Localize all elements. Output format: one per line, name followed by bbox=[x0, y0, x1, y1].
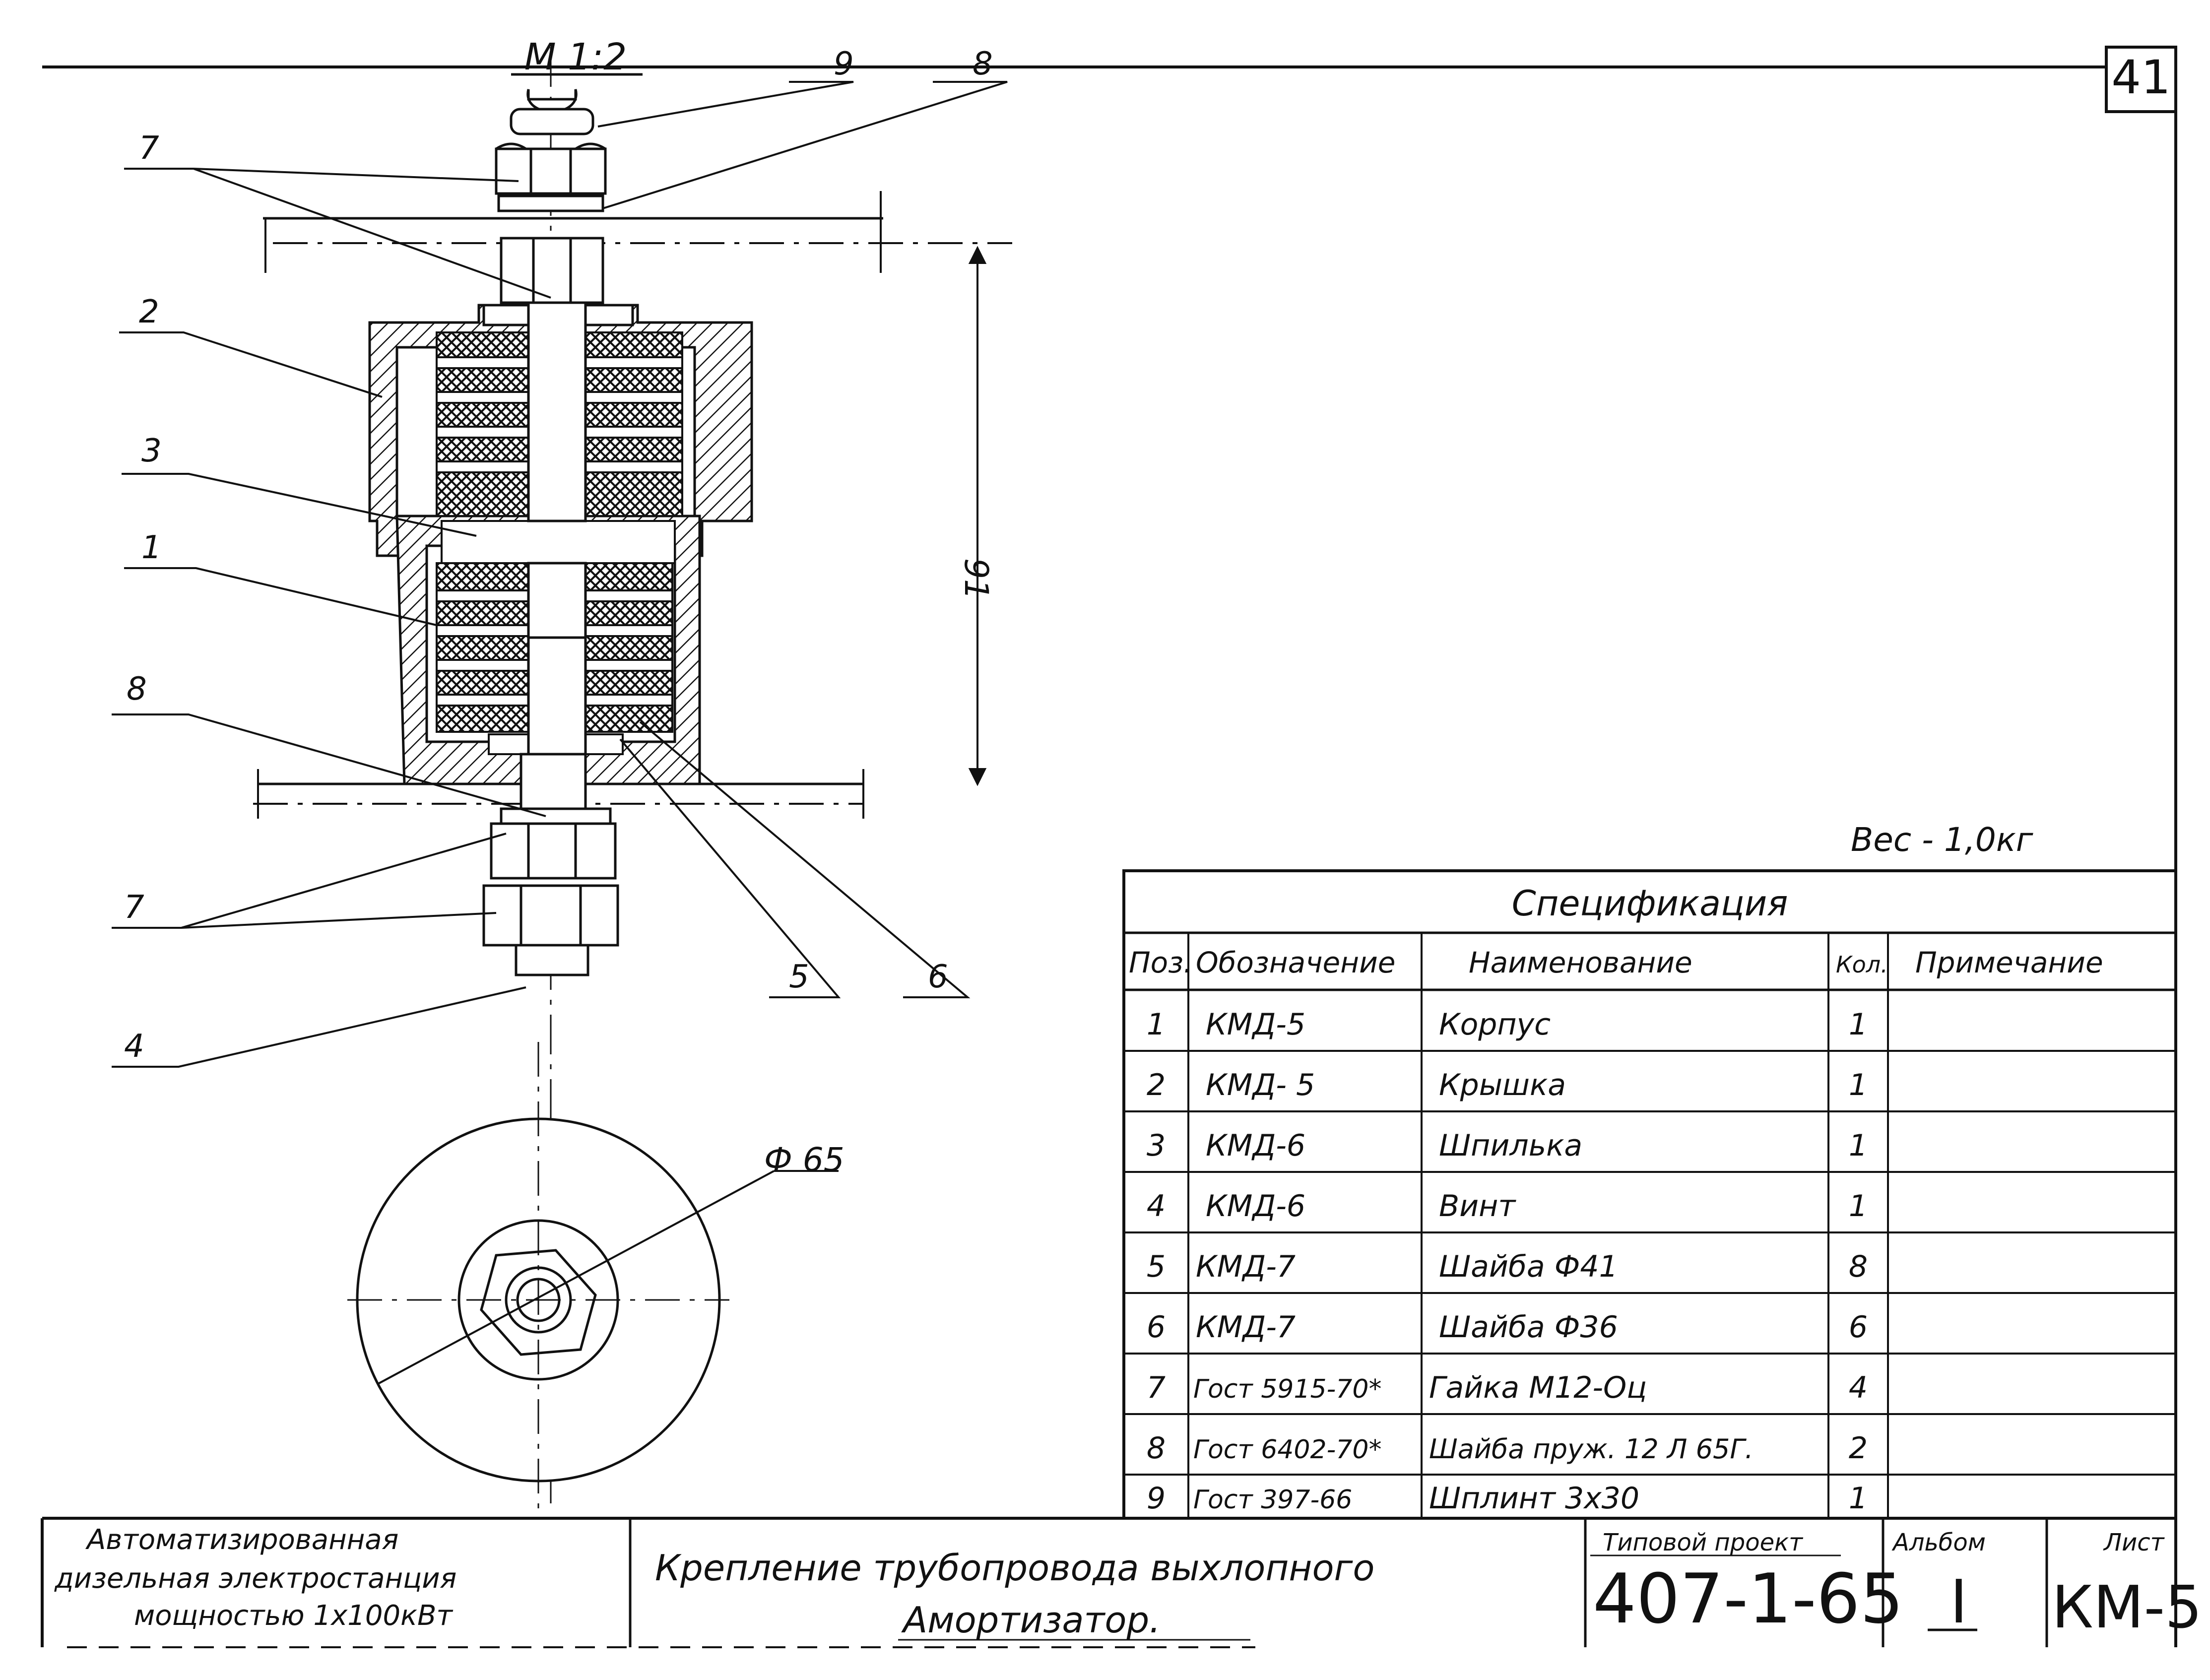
callout-7-bottom: 7 bbox=[124, 889, 144, 926]
svg-text:6: 6 bbox=[1147, 1310, 1166, 1345]
svg-text:Гост 397-66: Гост 397-66 bbox=[1193, 1485, 1352, 1515]
svg-text:1: 1 bbox=[1849, 1068, 1868, 1102]
table-row: 4 КМД-6 Винт 1 bbox=[1147, 1189, 1868, 1224]
top-fastener-stack bbox=[495, 89, 607, 309]
table-row: 5 КМД-7 Шайба Ф41 8 bbox=[1147, 1249, 1868, 1284]
svg-text:Гост 5915-70*: Гост 5915-70* bbox=[1193, 1374, 1381, 1404]
svg-text:4: 4 bbox=[1849, 1370, 1868, 1405]
svg-text:Корпус: Корпус bbox=[1439, 1007, 1551, 1042]
header-note: Примечание bbox=[1915, 946, 2103, 979]
svg-text:5: 5 bbox=[1147, 1249, 1166, 1284]
svg-text:Крышка: Крышка bbox=[1439, 1068, 1566, 1102]
svg-text:Шайба Ф36: Шайба Ф36 bbox=[1439, 1310, 1618, 1345]
table-row: 8 Гост 6402-70* Шайба пруж. 12 Л 65Г. 2 bbox=[1147, 1431, 1868, 1466]
svg-text:Шайба пруж. 12 Л 65Г.: Шайба пруж. 12 Л 65Г. bbox=[1429, 1433, 1754, 1465]
height-dimension bbox=[968, 246, 987, 786]
weight-label: Вес - 1,0кг bbox=[1851, 821, 2033, 859]
callout-5: 5 bbox=[789, 959, 809, 995]
organization-line-3: мощностью 1х100кВт bbox=[134, 1600, 453, 1632]
svg-text:6: 6 bbox=[1849, 1310, 1868, 1345]
svg-text:КМД-5: КМД-5 bbox=[1206, 1007, 1305, 1042]
svg-text:Винт: Винт bbox=[1439, 1189, 1516, 1224]
specification-title: Спецификация bbox=[1512, 883, 1788, 924]
svg-text:9: 9 bbox=[1147, 1481, 1166, 1516]
svg-text:7: 7 bbox=[1147, 1370, 1166, 1405]
svg-text:8: 8 bbox=[1147, 1431, 1166, 1466]
svg-text:2: 2 bbox=[1849, 1431, 1868, 1466]
callout-numbers: 9 8 7 2 3 1 8 7 4 5 6 bbox=[124, 46, 993, 1065]
sheet-label: Лист bbox=[2103, 1529, 2165, 1556]
callout-3: 3 bbox=[141, 433, 162, 469]
callout-4: 4 bbox=[124, 1028, 144, 1065]
title-block bbox=[42, 1517, 2177, 1647]
svg-text:1: 1 bbox=[1849, 1481, 1868, 1516]
organization-line-1: Автоматизированная bbox=[85, 1524, 398, 1556]
svg-text:2: 2 bbox=[1147, 1068, 1166, 1102]
header-designation: Обозначение bbox=[1196, 946, 1395, 979]
sheet-number-box: 41 bbox=[2105, 46, 2177, 113]
header-quantity: Кол. bbox=[1836, 951, 1888, 978]
svg-text:1: 1 bbox=[1849, 1128, 1868, 1163]
mounting-surfaces bbox=[253, 191, 1012, 819]
callout-7-top: 7 bbox=[139, 130, 159, 167]
table-row: 3 КМД-6 Шпилька 1 bbox=[1147, 1128, 1868, 1163]
svg-text:4: 4 bbox=[1147, 1189, 1166, 1224]
callout-8-top: 8 bbox=[973, 46, 993, 82]
svg-text:Шпилька: Шпилька bbox=[1439, 1128, 1582, 1163]
project-label: Типовой проект bbox=[1603, 1529, 1804, 1556]
svg-text:КМД- 5: КМД- 5 bbox=[1206, 1068, 1315, 1102]
svg-text:3: 3 bbox=[1147, 1128, 1166, 1163]
table-row: 9 Гост 397-66 Шплинт 3х30 1 bbox=[1147, 1481, 1868, 1516]
callout-9: 9 bbox=[834, 46, 854, 82]
header-position: Поз. bbox=[1129, 946, 1192, 979]
diameter-dimension-label: Ф 65 bbox=[764, 1141, 845, 1179]
callout-8-bottom: 8 bbox=[127, 671, 147, 708]
album-label: Альбом bbox=[1891, 1529, 1986, 1556]
specification-header: Поз. Обозначение Наименование Кол. Приме… bbox=[1129, 946, 2103, 979]
header-name: Наименование bbox=[1469, 946, 1692, 979]
callout-2: 2 bbox=[139, 294, 159, 330]
plan-view bbox=[347, 1042, 839, 1513]
callout-6: 6 bbox=[928, 959, 948, 995]
sheet-value: КМ-5 bbox=[2052, 1573, 2202, 1641]
bottom-fastener-stack bbox=[482, 753, 619, 976]
project-value: 407-1-65 bbox=[1593, 1559, 1903, 1639]
svg-text:КМД-7: КМД-7 bbox=[1196, 1310, 1296, 1345]
svg-text:1: 1 bbox=[1849, 1189, 1868, 1224]
table-row: 2 КМД- 5 Крышка 1 bbox=[1147, 1068, 1868, 1102]
drawing-title-line-2: Амортизатор. bbox=[901, 1599, 1161, 1641]
svg-text:КМД-6: КМД-6 bbox=[1206, 1128, 1305, 1163]
stud-part-3 bbox=[527, 301, 587, 785]
svg-text:КМД-7: КМД-7 bbox=[1196, 1249, 1296, 1284]
callout-1: 1 bbox=[141, 529, 162, 566]
sheet-number: 41 bbox=[2111, 51, 2171, 105]
album-value: I bbox=[1950, 1568, 1967, 1637]
washer-stack bbox=[436, 331, 683, 755]
organization-line-2: дизельная электростанция bbox=[54, 1562, 456, 1595]
svg-text:Гост 6402-70*: Гост 6402-70* bbox=[1193, 1435, 1381, 1465]
table-row: 6 КМД-7 Шайба Ф36 6 bbox=[1147, 1310, 1868, 1345]
scale-label: М 1:2 bbox=[524, 36, 627, 78]
callout-leaders bbox=[112, 81, 1008, 1068]
svg-text:1: 1 bbox=[1147, 1007, 1166, 1042]
svg-text:КМД-6: КМД-6 bbox=[1206, 1189, 1305, 1224]
svg-text:Шайба Ф41: Шайба Ф41 bbox=[1439, 1249, 1618, 1284]
table-row: 1 КМД-5 Корпус 1 bbox=[1147, 1007, 1868, 1042]
table-row: 7 Гост 5915-70* Гайка М12-Оц 4 bbox=[1147, 1370, 1868, 1405]
height-dimension-label: 91 bbox=[957, 558, 995, 600]
svg-text:Гайка М12-Оц: Гайка М12-Оц bbox=[1429, 1370, 1647, 1405]
svg-text:8: 8 bbox=[1849, 1249, 1868, 1284]
drawing-title-line-1: Крепление трубопровода выхлопного bbox=[655, 1547, 1374, 1589]
svg-text:Шплинт 3х30: Шплинт 3х30 bbox=[1429, 1481, 1639, 1516]
svg-text:1: 1 bbox=[1849, 1007, 1868, 1042]
